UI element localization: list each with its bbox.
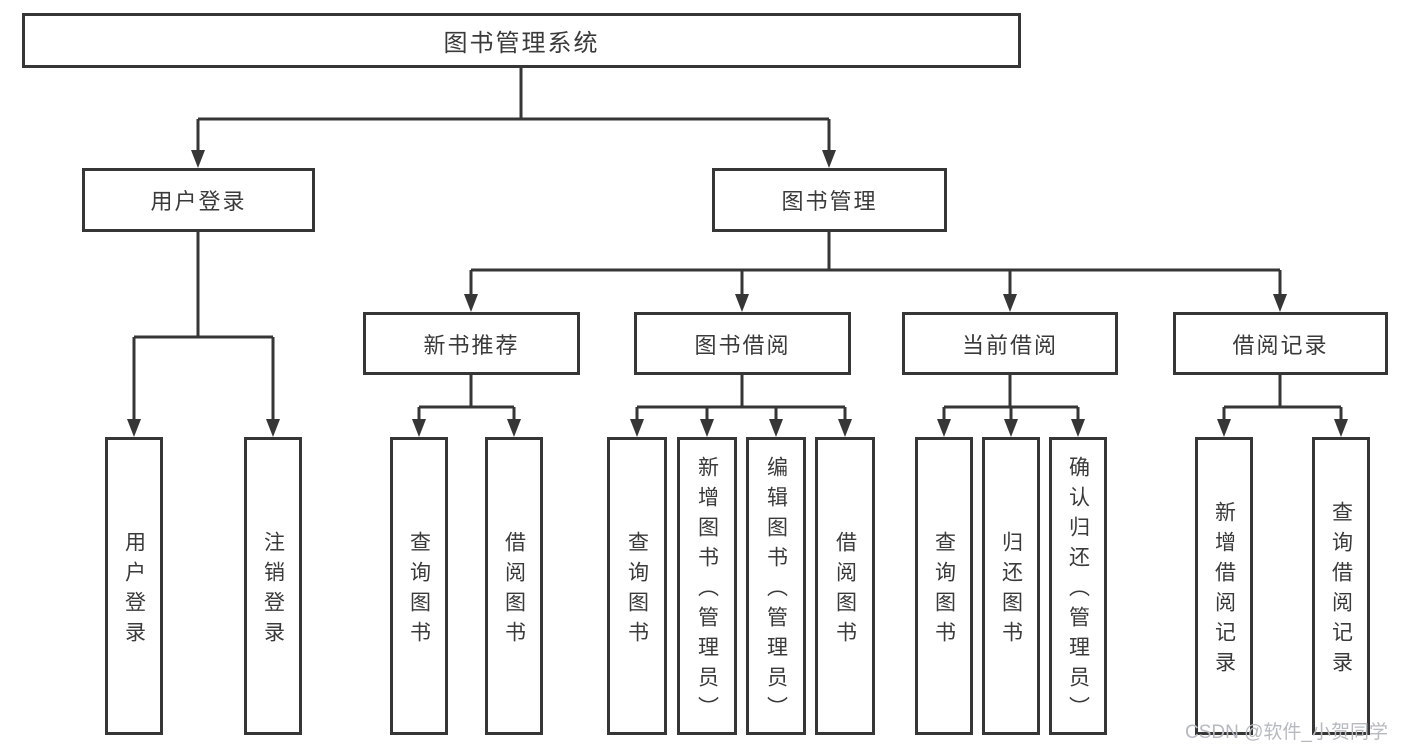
arrowhead	[700, 419, 714, 437]
connector-current-borrow-to-leaves	[942, 375, 1080, 421]
leaf-query-books-borrowing: 查询图书	[607, 437, 667, 735]
node-library-system: 图书管理系统	[22, 13, 1021, 68]
node-borrowing-records-label: 借阅记录	[1232, 332, 1329, 358]
node-user-login-label: 用户登录	[150, 189, 247, 214]
arrowhead	[266, 419, 280, 437]
connector-borrow-records-to-leaves	[1222, 375, 1343, 421]
leaf-add-borrow-record: 新增借阅记录	[1195, 437, 1253, 735]
leaf-return-book: 归还图书	[982, 437, 1040, 735]
connector-root-to-level2	[196, 68, 831, 153]
arrowhead	[127, 419, 141, 437]
connector-book-borrow-to-leaves	[635, 375, 847, 421]
node-book-management: 图书管理	[712, 168, 947, 232]
watermark: CSDN @软件_小贺同学	[1185, 722, 1388, 743]
arrowhead	[191, 150, 205, 168]
arrowhead	[1004, 419, 1018, 437]
connector-book-management-to-level3	[469, 232, 1282, 297]
arrowhead	[630, 419, 644, 437]
leaf-confirm-return-admin: 确认归还（管理员）	[1049, 437, 1107, 735]
leaf-query-books-current: 查询图书	[915, 437, 973, 735]
connector-new-book-to-leaves	[417, 375, 516, 421]
leaf-edit-book-admin-label: 编辑图书（管理员）	[764, 455, 788, 726]
arrowhead	[1003, 294, 1017, 312]
arrowhead	[1273, 294, 1287, 312]
node-book-management-label: 图书管理	[781, 189, 878, 214]
node-book-borrowing-label: 图书借阅	[694, 332, 791, 358]
leaf-add-book-admin: 新增图书（管理员）	[677, 437, 737, 735]
node-borrowing-records: 借阅记录	[1173, 312, 1388, 375]
arrowhead	[838, 419, 852, 437]
arrowhead	[507, 419, 521, 437]
leaf-query-borrow-record: 查询借阅记录	[1312, 437, 1370, 735]
node-new-book-recommend: 新书推荐	[363, 312, 580, 375]
arrowheads	[127, 150, 1348, 437]
arrowhead	[1071, 419, 1085, 437]
leaf-query-borrow-record-label: 查询借阅记录	[1329, 500, 1353, 681]
arrowhead	[1334, 419, 1348, 437]
leaf-borrow-books-borrowing: 借阅图书	[815, 437, 875, 735]
leaf-add-book-admin-label: 新增图书（管理员）	[695, 455, 719, 726]
node-current-borrowing: 当前借阅	[902, 312, 1118, 375]
arrowhead	[1217, 419, 1231, 437]
arrowhead	[464, 294, 478, 312]
leaf-user-login-label: 用户登录	[122, 530, 146, 651]
leaf-query-books-borrowing-label: 查询图书	[625, 530, 649, 651]
leaf-user-login: 用户登录	[105, 437, 163, 735]
arrowhead	[412, 419, 426, 437]
arrowhead	[735, 294, 749, 312]
leaf-confirm-return-admin-label: 确认归还（管理员）	[1066, 455, 1090, 726]
leaf-query-books-recommend: 查询图书	[390, 437, 448, 735]
leaf-logout-login-label: 注销登录	[261, 530, 285, 651]
node-book-borrowing: 图书借阅	[634, 312, 851, 375]
arrowhead	[769, 419, 783, 437]
leaf-borrow-books-borrowing-label: 借阅图书	[833, 530, 857, 651]
node-library-system-label: 图书管理系统	[443, 30, 600, 57]
arrowhead	[822, 150, 836, 168]
leaf-return-book-label: 归还图书	[999, 530, 1023, 651]
node-new-book-recommend-label: 新书推荐	[423, 332, 520, 358]
node-user-login: 用户登录	[82, 168, 315, 232]
node-current-borrowing-label: 当前借阅	[961, 332, 1058, 358]
leaf-query-books-current-label: 查询图书	[932, 530, 956, 651]
leaf-edit-book-admin: 编辑图书（管理员）	[746, 437, 806, 735]
leaf-borrow-books-recommend-label: 借阅图书	[502, 530, 526, 651]
leaf-add-borrow-record-label: 新增借阅记录	[1212, 500, 1236, 681]
leaf-logout-login: 注销登录	[244, 437, 302, 735]
leaf-borrow-books-recommend: 借阅图书	[485, 437, 543, 735]
connector-user-login-to-leaves	[132, 232, 275, 421]
leaf-query-books-recommend-label: 查询图书	[407, 530, 431, 651]
arrowhead	[937, 419, 951, 437]
